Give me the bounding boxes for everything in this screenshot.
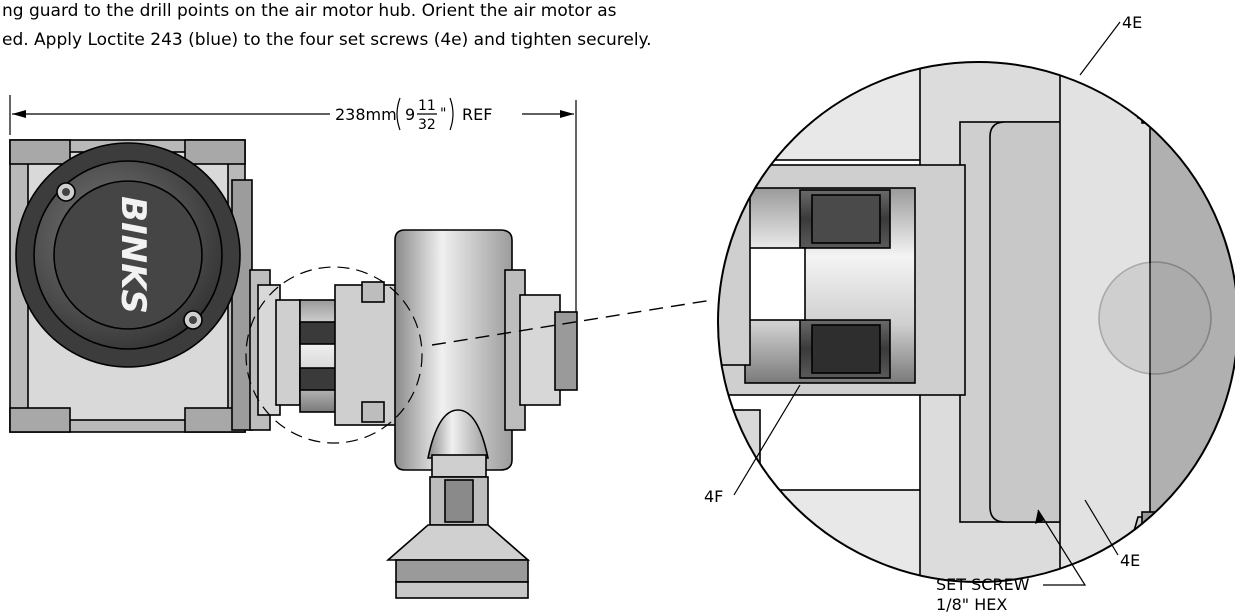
dimension-whole: 9 bbox=[405, 105, 415, 124]
dimension-denominator: 32 bbox=[418, 117, 436, 133]
dimension-ref: REF bbox=[462, 105, 492, 124]
air-motor-hub bbox=[334, 229, 578, 471]
callout-4e-top: 4E bbox=[1079, 13, 1142, 76]
callout-4e-bottom: 4E bbox=[1084, 499, 1140, 570]
detail-view-border bbox=[717, 61, 1235, 583]
callout-4f-label: 4F bbox=[704, 487, 723, 506]
instruction-line-2: ed. Apply Loctite 243 (blue) to the four… bbox=[2, 30, 652, 50]
set-screw-label: SET SCREW bbox=[936, 575, 1030, 594]
callout-4f: 4F bbox=[704, 384, 801, 506]
dimension-value: 238mm bbox=[335, 105, 397, 124]
overall-length-dimension: 238mm 9 11 32 " REF bbox=[9, 95, 577, 320]
detail-view bbox=[718, 62, 1235, 582]
detail-circle bbox=[245, 266, 423, 444]
binks-logo: BINKS bbox=[113, 196, 153, 314]
callout-4e-top-label: 4E bbox=[1122, 13, 1142, 32]
detail-leader-line bbox=[431, 299, 713, 346]
adapter-plate bbox=[249, 269, 301, 431]
callout-4e-bottom-label: 4E bbox=[1120, 551, 1140, 570]
dimension-inch-mark: " bbox=[440, 106, 446, 122]
motor-cap: BINKS bbox=[15, 142, 241, 368]
instruction-line-1: ng guard to the drill points on the air … bbox=[2, 1, 617, 21]
hex-size-label: 1/8" HEX bbox=[936, 595, 1007, 614]
air-inlet-fitting bbox=[385, 409, 531, 599]
dimension-numerator: 11 bbox=[418, 98, 436, 114]
callout-set-screw: SET SCREW 1/8" HEX bbox=[936, 509, 1087, 614]
